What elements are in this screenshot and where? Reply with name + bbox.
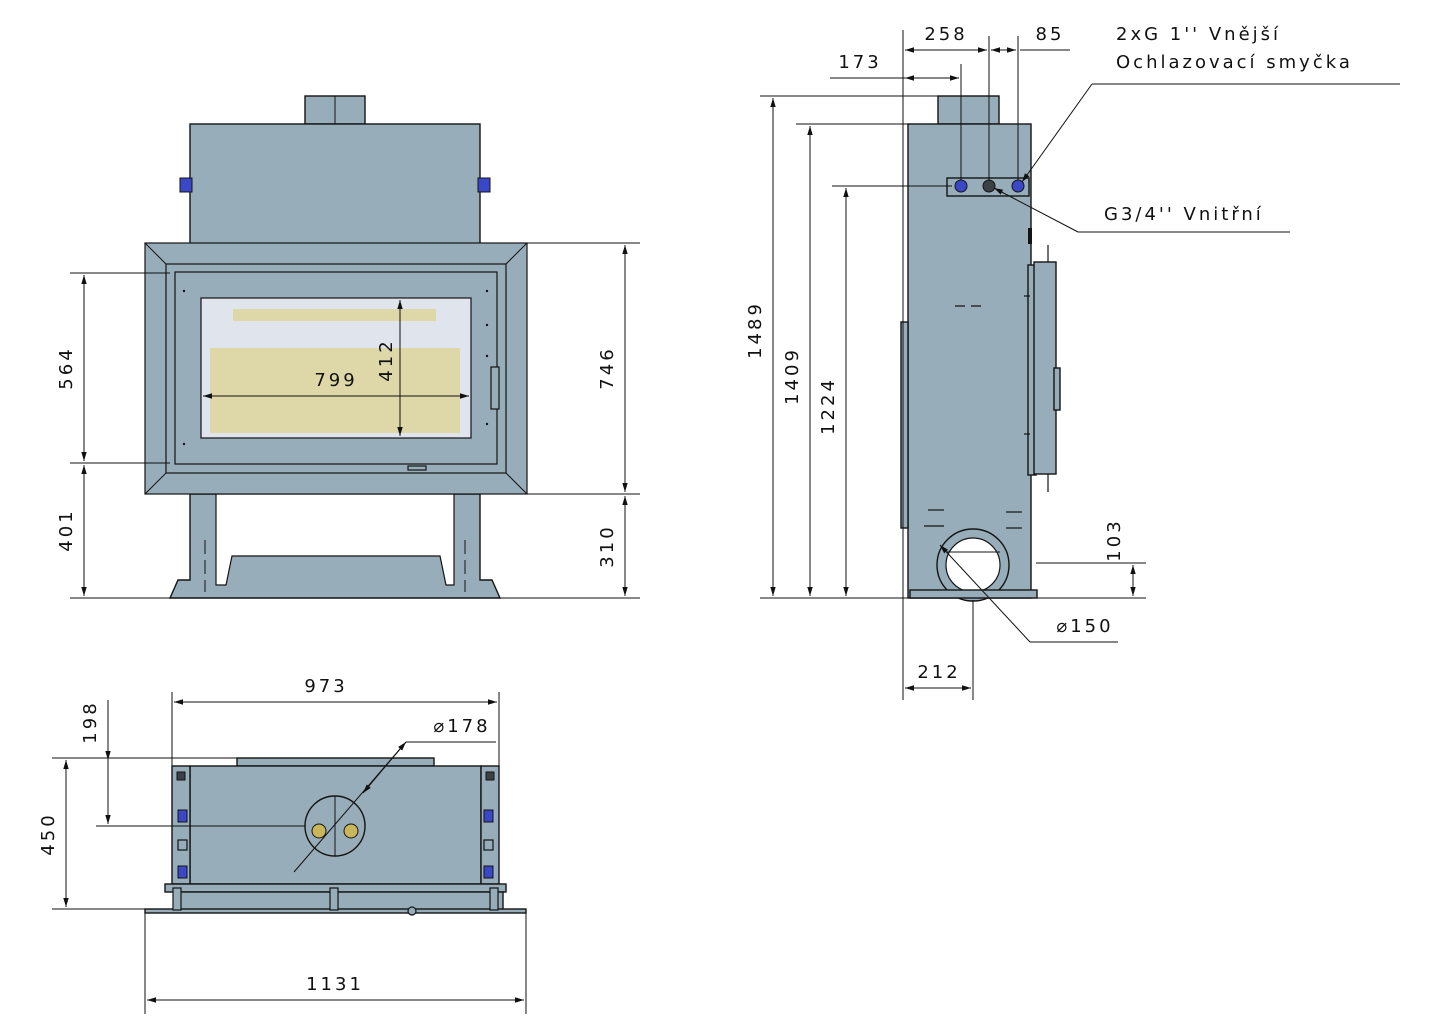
outer-fitting-left-icon (954, 179, 968, 193)
dim-frame-to-floor: 310 (597, 524, 618, 567)
dim-top-flue-offset: 198 (80, 700, 101, 743)
dim-glass-width: 799 (314, 370, 357, 391)
side-door-profile (1033, 261, 1057, 475)
side-view: 1489 1409 1224 103 258 85 173 212 ⌀150 2… (745, 24, 1400, 700)
dim-total-height: 1489 (745, 301, 766, 359)
dim-fitting-height: 1224 (818, 377, 839, 435)
door-handle (490, 366, 500, 410)
flame-area (210, 348, 460, 433)
dim-outlet-height: 103 (1104, 518, 1125, 561)
dim-body-height: 1409 (782, 347, 803, 405)
dim-top-flue-diameter: ⌀178 (433, 716, 490, 737)
side-flue-pipe (937, 95, 1000, 125)
dim-first-pipe: 173 (838, 52, 881, 73)
note-internal-thread: G3/4'' Vnitřní (1104, 204, 1264, 225)
left-fitting-icon (179, 177, 193, 193)
top-right-fitting-icon (483, 809, 494, 823)
front-view: 564 401 746 310 799 412 (56, 95, 640, 599)
dim-outlet-offset: 212 (917, 662, 960, 683)
note-external-thread: 2xG 1'' Vnější (1116, 24, 1281, 45)
inner-fitting-icon (982, 179, 996, 193)
dim-outlet-diameter: ⌀150 (1056, 616, 1113, 637)
note-cooling-loop: Ochlazovací smyčka (1116, 52, 1353, 73)
side-outlet-icon (945, 537, 1001, 593)
dim-opening-height: 564 (56, 346, 77, 389)
upper-body (189, 123, 481, 245)
right-fitting-icon (477, 177, 491, 193)
top-flue-connection-left-icon (311, 823, 327, 839)
dim-pipe-spacing: 258 (924, 24, 967, 45)
dim-top-body-width: 973 (304, 676, 347, 697)
dim-top-depth: 450 (38, 812, 59, 855)
dim-frame-height: 746 (597, 346, 618, 389)
side-body (907, 123, 1032, 599)
dim-top-base-width: 1131 (306, 974, 364, 995)
dim-glass-height: 412 (376, 338, 397, 381)
top-flue-connection-right-icon (343, 823, 359, 839)
top-left-fitting-icon (177, 809, 188, 823)
dim-pipe-offset: 85 (1036, 24, 1065, 45)
top-view: 973 450 198 ⌀178 1131 (38, 676, 527, 1014)
dim-legs-height: 401 (56, 508, 77, 551)
